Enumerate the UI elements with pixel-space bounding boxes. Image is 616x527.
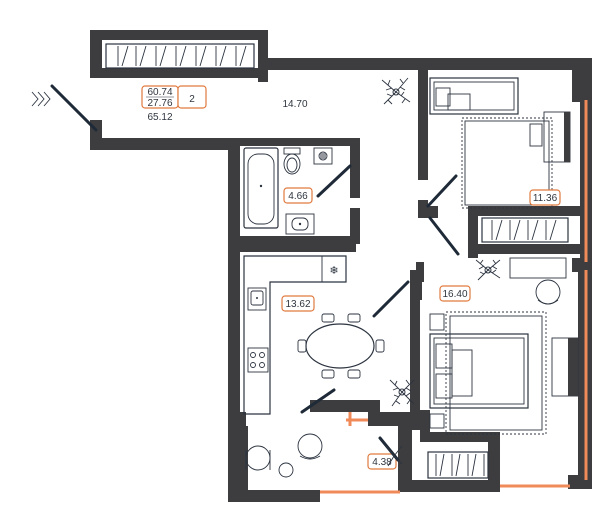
chevron-arrows-icon — [31, 91, 51, 107]
plant-icon — [385, 445, 403, 467]
armchair-icon — [535, 279, 561, 305]
kitchen-door — [372, 280, 410, 318]
sink-icon — [247, 287, 267, 311]
hall-area: 14.70 — [282, 99, 307, 110]
armchair-icon — [297, 433, 323, 460]
bathroom-door — [316, 164, 352, 198]
armchair-icon — [245, 445, 271, 471]
entrance-door — [50, 84, 98, 132]
living-area-value: 60.74 — [147, 87, 172, 98]
balcony-door — [378, 436, 400, 462]
fridge-icon: ❄ — [321, 255, 347, 283]
svg-text:❄: ❄ — [329, 264, 338, 277]
bed-double-icon — [429, 333, 529, 409]
bedroom: 16.40 — [427, 257, 579, 479]
balcony: 4.38 — [245, 433, 400, 478]
bed-single-icon — [429, 77, 519, 115]
total-area-value: 65.12 — [147, 112, 172, 123]
bedroom-area: 16.40 — [442, 289, 467, 300]
coffee-table-icon — [278, 462, 294, 478]
wardrobe-bottom — [427, 451, 489, 479]
balcony-area: 4.38 — [372, 457, 392, 468]
small-bedroom: 11.36 — [426, 77, 571, 243]
wardrobe-bedroom — [551, 337, 579, 397]
wardrobe-small-bedroom — [481, 217, 569, 243]
kitchen-area-value: 27.76 — [147, 98, 172, 109]
toilet-icon — [283, 147, 301, 175]
apartment-info: 60.74 27.76 2 65.12 — [141, 85, 207, 123]
dining-table-icon — [297, 313, 385, 379]
rooms-count: 2 — [189, 94, 195, 105]
bathroom-area: 4.66 — [288, 191, 308, 202]
walls — [90, 30, 592, 502]
kitchen-area: 13.62 — [285, 299, 310, 310]
kitchen: ❄ 13.62 — [243, 255, 410, 415]
sink-icon — [285, 213, 315, 235]
washing-machine-icon — [313, 147, 333, 165]
windows — [320, 100, 588, 494]
small-bedroom-area: 11.36 — [533, 193, 558, 204]
wardrobe-top — [105, 43, 255, 69]
bathroom: 4.66 — [243, 147, 352, 235]
plant-icon — [475, 259, 501, 281]
plant-icon — [389, 379, 415, 407]
plant-icon — [381, 77, 411, 105]
small-bedroom-door — [426, 174, 458, 208]
hall-door — [428, 216, 460, 256]
stove-icon — [247, 347, 269, 373]
kitchen-balcony-door — [300, 388, 336, 414]
desk-icon — [529, 111, 571, 163]
